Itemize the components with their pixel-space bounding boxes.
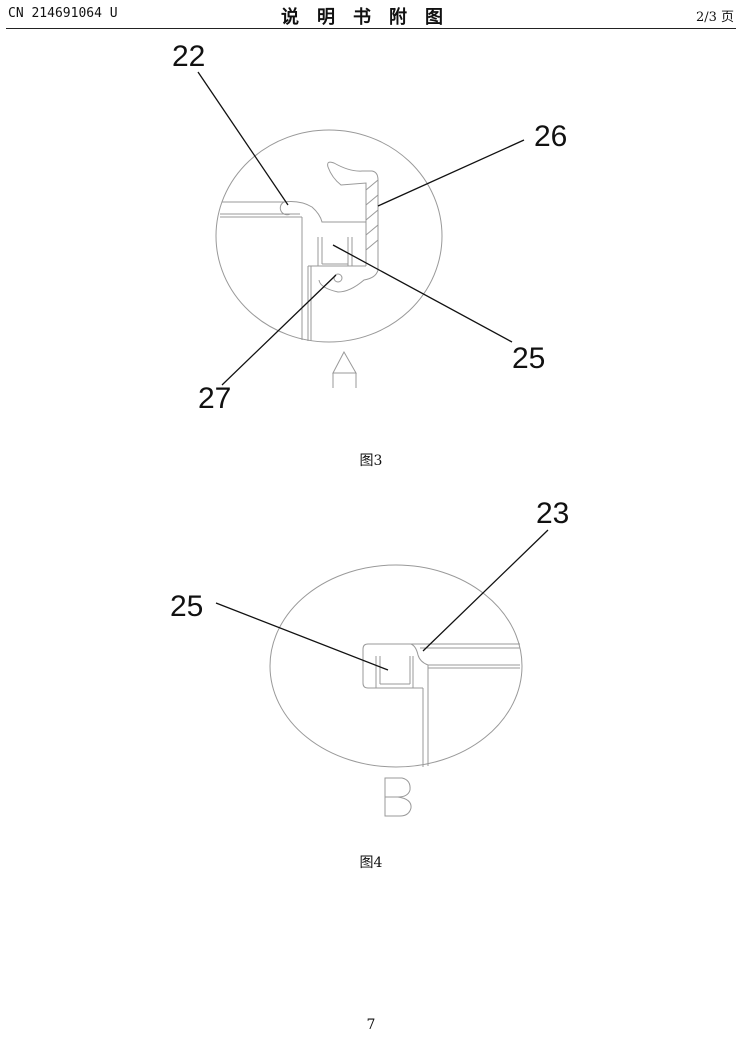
ref-numeral-23: 23 bbox=[536, 497, 570, 530]
view-arrow-a bbox=[332, 350, 357, 388]
figure-4-caption: 图4 bbox=[359, 855, 383, 871]
document-number: CN 214691064 U bbox=[8, 6, 118, 21]
page-number: 7 bbox=[366, 1017, 376, 1033]
ref-numeral-25: 25 bbox=[512, 342, 546, 375]
detail-circle-b bbox=[269, 564, 523, 768]
figure-3-drawing bbox=[215, 129, 443, 343]
page-indicator: 2/3 页 bbox=[695, 10, 734, 25]
figure-4-leader-lines bbox=[215, 529, 549, 671]
view-letter-b bbox=[384, 777, 412, 817]
detail-circle-a bbox=[215, 129, 443, 343]
figure-4-drawing bbox=[269, 564, 523, 768]
ref-numeral-22: 22 bbox=[172, 40, 206, 73]
page-title: 说明书附图 bbox=[281, 7, 461, 28]
figure-3-leader-lines bbox=[197, 71, 525, 386]
header-divider bbox=[6, 28, 736, 29]
ref-numeral-25-fig4: 25 bbox=[170, 590, 204, 623]
figure-3-caption: 图3 bbox=[359, 453, 383, 469]
ref-numeral-27: 27 bbox=[198, 382, 232, 415]
ref-numeral-26: 26 bbox=[534, 120, 568, 153]
